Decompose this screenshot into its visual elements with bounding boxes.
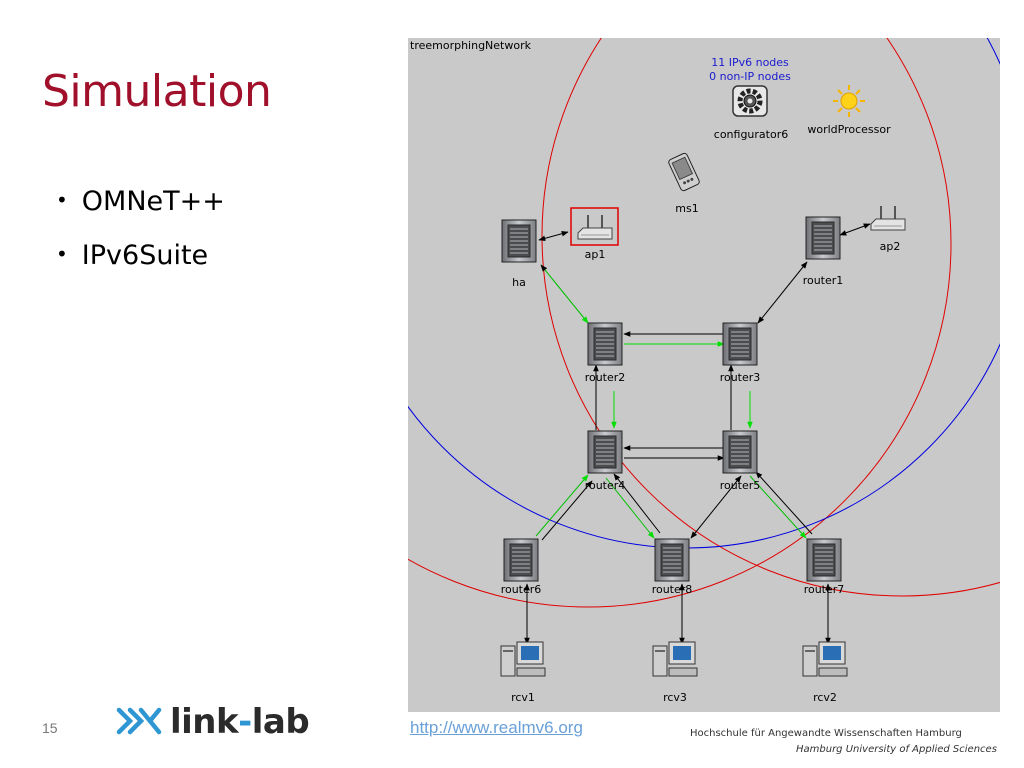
link-ha-ap1 bbox=[538, 230, 569, 242]
router6-label: router6 bbox=[501, 583, 542, 596]
router6-node[interactable]: router6 bbox=[501, 538, 542, 596]
rcv1-label: rcv1 bbox=[511, 691, 535, 704]
rcv1-node[interactable]: rcv1 bbox=[500, 641, 546, 704]
access-point-icon bbox=[870, 205, 906, 231]
link-router1-ap2 bbox=[839, 223, 871, 236]
server-icon bbox=[654, 538, 690, 582]
page-number: 15 bbox=[42, 720, 58, 736]
rcv2-node[interactable]: rcv2 bbox=[802, 641, 848, 704]
server-icon bbox=[503, 538, 539, 582]
realmv6-link[interactable]: http://www.realmv6.org bbox=[410, 718, 583, 737]
bullet-item: OMNeT++ bbox=[56, 186, 225, 240]
router5-node[interactable]: router5 bbox=[720, 430, 761, 492]
link-router1-router3 bbox=[757, 261, 808, 324]
network-name: treemorphingNetwork bbox=[410, 39, 532, 52]
mobile-range-ms1 bbox=[408, 38, 1000, 549]
server-icon bbox=[722, 322, 758, 366]
ipv6-node-count: 11 IPv6 nodes bbox=[711, 56, 789, 69]
ap2-label: ap2 bbox=[880, 240, 901, 253]
router3-node[interactable]: router3 bbox=[720, 322, 761, 384]
university-name-de: Hochschule für Angewandte Wissenschaften… bbox=[690, 728, 962, 739]
server-icon bbox=[806, 538, 842, 582]
server-icon bbox=[722, 430, 758, 474]
ap2-node[interactable]: ap2 bbox=[870, 205, 906, 253]
link-router5-router7 bbox=[749, 475, 807, 539]
configurator6-label: configurator6 bbox=[714, 128, 788, 141]
configurator6-node[interactable]: configurator6 bbox=[714, 85, 788, 141]
slide-title: Simulation bbox=[42, 66, 272, 117]
router3-label: router3 bbox=[720, 371, 761, 384]
network-diagram: treemorphingNetwork 11 IPv6 nodes 0 non-… bbox=[408, 38, 1000, 704]
logo-text-dash: - bbox=[238, 702, 252, 742]
pc-icon bbox=[802, 641, 848, 677]
router7-node[interactable]: router7 bbox=[804, 538, 845, 596]
sun-icon bbox=[833, 85, 865, 117]
router4-node[interactable]: router4 bbox=[585, 430, 626, 492]
bullet-item: IPv6Suite bbox=[56, 240, 225, 294]
wireless-range-ap1 bbox=[408, 38, 952, 608]
server-icon bbox=[501, 219, 537, 263]
access-point-icon bbox=[577, 214, 613, 240]
network-links bbox=[524, 223, 871, 645]
router7-label: router7 bbox=[804, 583, 845, 596]
router8-label: router8 bbox=[652, 583, 693, 596]
logo-text-lab: lab bbox=[251, 702, 310, 742]
ms1-node[interactable]: ms1 bbox=[668, 152, 700, 215]
link-lab-mark-icon bbox=[116, 707, 162, 735]
rcv2-label: rcv2 bbox=[813, 691, 837, 704]
link-router8-router4 bbox=[613, 473, 661, 534]
link-ha-router2 bbox=[540, 264, 589, 324]
network-canvas: treemorphingNetwork 11 IPv6 nodes 0 non-… bbox=[408, 38, 1000, 712]
ha-node[interactable]: ha bbox=[501, 219, 537, 289]
router8-node[interactable]: router8 bbox=[652, 538, 693, 596]
link-router4-router8 bbox=[605, 477, 655, 539]
server-icon bbox=[805, 216, 841, 260]
link-router6-router4 bbox=[535, 474, 589, 537]
server-icon bbox=[587, 322, 623, 366]
ha-label: ha bbox=[512, 276, 526, 289]
ms1-label: ms1 bbox=[675, 202, 698, 215]
router1-label: router1 bbox=[803, 274, 844, 287]
wireless-range-ap2 bbox=[541, 38, 1000, 597]
worldprocessor-label: worldProcessor bbox=[807, 123, 891, 136]
logo-text-link: link bbox=[170, 702, 239, 742]
link-router7-router5 bbox=[755, 471, 813, 535]
ap1-node[interactable]: ap1 bbox=[570, 207, 619, 261]
server-icon bbox=[587, 430, 623, 474]
pc-icon bbox=[652, 641, 698, 677]
link-lab-logo: link-lab bbox=[116, 700, 310, 744]
nonip-node-count: 0 non-IP nodes bbox=[709, 70, 791, 83]
router1-node[interactable]: router1 bbox=[803, 216, 844, 287]
router4-label: router4 bbox=[585, 479, 626, 492]
worldprocessor-node[interactable]: worldProcessor bbox=[807, 85, 891, 136]
ap1-label: ap1 bbox=[585, 248, 606, 261]
router2-label: router2 bbox=[585, 371, 626, 384]
rcv3-label: rcv3 bbox=[663, 691, 687, 704]
pc-icon bbox=[500, 641, 546, 677]
university-name-en: Hamburg University of Applied Sciences bbox=[796, 744, 997, 755]
link-router5-router8 bbox=[690, 475, 742, 539]
rcv3-node[interactable]: rcv3 bbox=[652, 641, 698, 704]
router2-node[interactable]: router2 bbox=[585, 322, 626, 384]
selection-box bbox=[570, 207, 619, 246]
pda-icon bbox=[668, 152, 700, 192]
router5-label: router5 bbox=[720, 479, 761, 492]
bullet-list: OMNeT++ IPv6Suite bbox=[56, 186, 225, 294]
link-router4-router6 bbox=[541, 480, 593, 541]
